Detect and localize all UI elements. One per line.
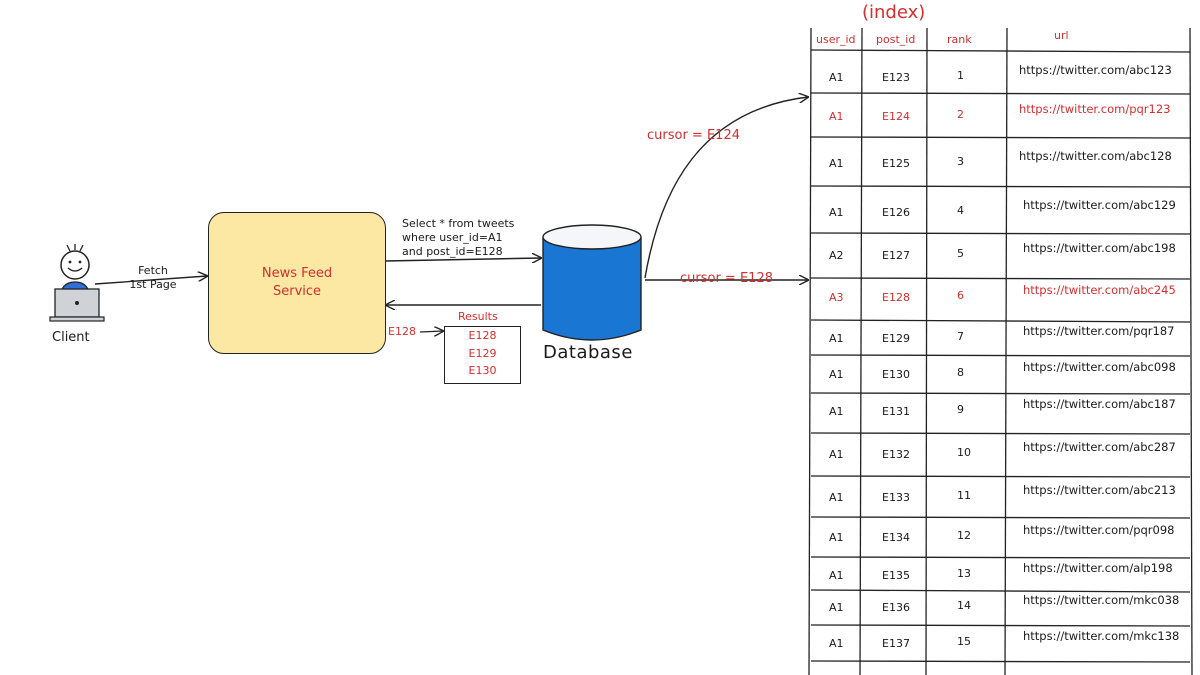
cell-url: https://twitter.com/abc287 <box>1023 440 1176 454</box>
cell-rank: 9 <box>957 403 964 416</box>
results-title: Results <box>458 310 498 323</box>
cell-post-id: E137 <box>882 637 910 650</box>
cell-post-id: E125 <box>882 157 910 170</box>
fetch-arrow <box>94 276 207 285</box>
cell-rank: 10 <box>957 446 971 459</box>
cell-rank: 13 <box>957 567 971 580</box>
cell-rank: 8 <box>957 366 964 379</box>
cell-user-id: A1 <box>829 110 844 123</box>
cell-post-id: E123 <box>882 71 910 84</box>
header-rank: rank <box>947 33 972 46</box>
cell-user-id: A1 <box>829 71 844 84</box>
cell-url: https://twitter.com/abc129 <box>1023 198 1176 212</box>
cell-url: https://twitter.com/mkc138 <box>1023 629 1180 643</box>
cell-user-id: A1 <box>829 531 844 544</box>
cell-url: https://twitter.com/mkc038 <box>1023 593 1180 607</box>
header-user-id: user_id <box>816 33 856 46</box>
cell-post-id: E126 <box>882 206 910 219</box>
cursor-e124-label: cursor = E124 <box>647 128 740 143</box>
header-url: url <box>1054 29 1069 42</box>
database-label: Database <box>543 342 633 363</box>
cell-url: https://twitter.com/abc245 <box>1023 283 1176 297</box>
cell-post-id: E136 <box>882 601 910 614</box>
sql-query-label: Select * from tweets where user_id=A1 an… <box>402 217 514 259</box>
result-item: E128 <box>468 329 497 342</box>
cell-user-id: A2 <box>829 249 844 262</box>
index-label: (index) <box>862 2 926 23</box>
cell-rank: 15 <box>957 635 971 648</box>
cell-post-id: E129 <box>882 332 910 345</box>
cell-post-id: E131 <box>882 405 910 418</box>
cell-user-id: A1 <box>829 601 844 614</box>
cursor-e128-label: cursor = E128 <box>680 271 773 286</box>
cell-user-id: A1 <box>829 491 844 504</box>
cell-url: https://twitter.com/abc198 <box>1023 241 1176 255</box>
result-item: E129 <box>468 346 497 360</box>
cell-rank: 2 <box>957 108 964 121</box>
cell-rank: 3 <box>957 155 964 168</box>
fetch-label-line1: Fetch <box>138 264 168 277</box>
query-line-2: where user_id=A1 <box>402 231 503 244</box>
cell-url: https://twitter.com/pqr123 <box>1019 102 1171 116</box>
cell-post-id: E127 <box>882 249 910 262</box>
cell-post-id: E135 <box>882 569 910 582</box>
cell-rank: 6 <box>957 289 964 302</box>
query-line-1: Select * from tweets <box>402 217 515 230</box>
fetch-label: Fetch 1st Page <box>122 264 184 292</box>
client-label: Client <box>52 330 90 345</box>
query-line-3: and post_id=E128 <box>402 245 503 258</box>
cell-user-id: A1 <box>829 206 844 219</box>
cell-url: https://twitter.com/pqr098 <box>1023 523 1175 537</box>
cell-url: https://twitter.com/abc213 <box>1023 483 1176 497</box>
cell-post-id: E124 <box>882 110 910 123</box>
cell-rank: 11 <box>957 489 971 502</box>
cell-post-id: E132 <box>882 448 910 461</box>
fetch-label-line2: 1st Page <box>129 278 177 291</box>
header-post-id: post_id <box>876 33 916 46</box>
cell-url: https://twitter.com/alp198 <box>1023 561 1173 575</box>
cell-rank: 7 <box>957 330 964 343</box>
cell-post-id: E130 <box>882 368 910 381</box>
cursor-input-arrow <box>419 331 443 332</box>
service-label-line1: News Feed <box>261 266 333 281</box>
client-icon <box>49 244 105 322</box>
cell-rank: 5 <box>957 247 964 260</box>
results-box: E128 E129 E130 <box>444 326 521 384</box>
service-label-line2: Service <box>272 284 322 299</box>
cell-url: https://twitter.com/abc187 <box>1023 397 1176 411</box>
index-table-grid <box>808 27 1193 675</box>
cell-user-id: A1 <box>829 368 844 381</box>
cell-user-id: A1 <box>829 637 844 650</box>
cell-rank: 1 <box>957 69 964 82</box>
cell-user-id: A1 <box>829 405 844 418</box>
cell-url: https://twitter.com/abc128 <box>1019 149 1172 163</box>
cell-rank: 12 <box>957 529 971 542</box>
query-arrow <box>384 258 541 261</box>
cell-rank: 4 <box>957 204 964 217</box>
cell-user-id: A3 <box>829 291 844 304</box>
result-item: E130 <box>468 364 497 377</box>
cell-user-id: A1 <box>829 157 844 170</box>
news-feed-service-box: News Feed Service <box>208 212 386 354</box>
cell-url: https://twitter.com/pqr187 <box>1023 324 1175 338</box>
cell-url: https://twitter.com/abc098 <box>1023 360 1176 374</box>
cursor-e124-arrow <box>644 97 808 279</box>
cell-post-id: E134 <box>882 531 910 544</box>
cursor-input-label: E128 <box>388 325 416 338</box>
cell-user-id: A1 <box>829 332 844 345</box>
cell-user-id: A1 <box>829 569 844 582</box>
cell-rank: 14 <box>957 599 971 612</box>
cell-post-id: E133 <box>882 491 910 504</box>
cell-post-id: E128 <box>882 291 910 304</box>
cell-user-id: A1 <box>829 448 844 461</box>
cell-url: https://twitter.com/abc123 <box>1019 63 1172 77</box>
database-icon <box>542 224 642 341</box>
